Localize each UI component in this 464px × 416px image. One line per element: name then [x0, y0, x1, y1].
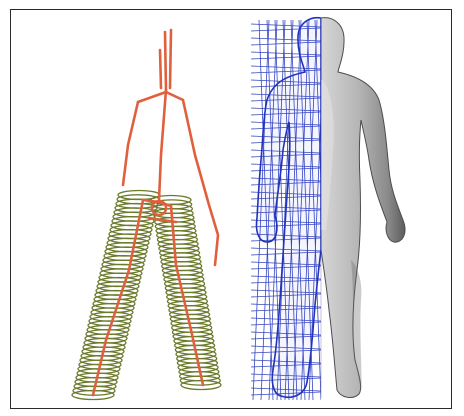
figure-canvas	[11, 10, 452, 409]
figure-frame	[10, 9, 452, 409]
shaded-half	[321, 18, 405, 398]
skeleton-with-coils-panel	[72, 30, 221, 400]
wireframe-half	[251, 18, 329, 400]
human-model-panel	[251, 18, 405, 400]
